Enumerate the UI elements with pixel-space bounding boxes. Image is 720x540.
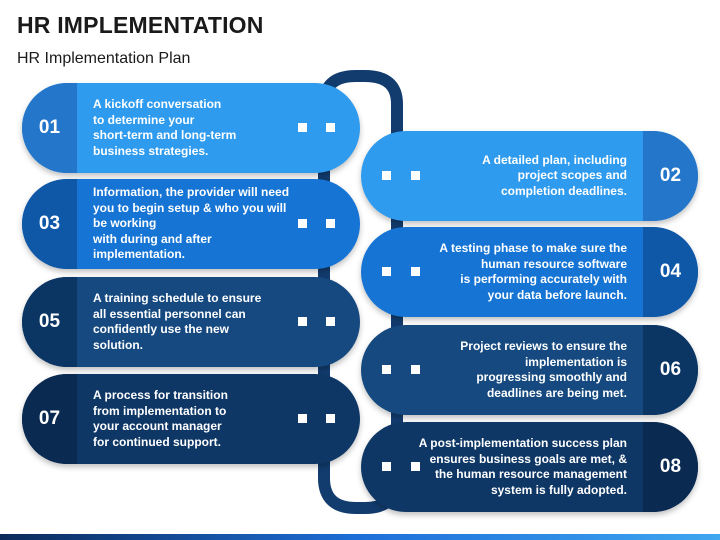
link-square-icon bbox=[326, 219, 335, 228]
link-square-icon bbox=[411, 267, 420, 276]
step-text: A detailed plan, including project scope… bbox=[482, 152, 627, 198]
link-square-icon bbox=[298, 317, 307, 326]
page-subtitle: HR Implementation Plan bbox=[17, 50, 191, 67]
link-square-icon bbox=[298, 414, 307, 423]
bottom-accent-bar bbox=[0, 534, 720, 540]
step-text: A process for transition from implementa… bbox=[93, 388, 228, 449]
link-square-icon bbox=[411, 171, 420, 180]
step-text: Information, the provider will need you … bbox=[93, 185, 290, 262]
step-01-card: 01 A kickoff conversation to determine y… bbox=[22, 83, 360, 173]
page-title: HR IMPLEMENTATION bbox=[17, 12, 264, 38]
step-07-card: 07 A process for transition from impleme… bbox=[22, 374, 360, 464]
link-square-icon bbox=[382, 171, 391, 180]
step-03-card: 03 Information, the provider will need y… bbox=[22, 179, 360, 269]
step-04-card: 04 A testing phase to make sure the huma… bbox=[361, 227, 698, 317]
link-square-icon bbox=[326, 414, 335, 423]
link-square-icon bbox=[298, 219, 307, 228]
link-square-icon bbox=[411, 365, 420, 374]
link-square-icon bbox=[411, 462, 420, 471]
link-square-icon bbox=[382, 462, 391, 471]
step-text: A training schedule to ensure all essent… bbox=[93, 291, 262, 352]
step-text: A post-implementation success plan ensur… bbox=[418, 436, 627, 497]
link-square-icon bbox=[382, 365, 391, 374]
step-02-card: 02 A detailed plan, including project sc… bbox=[361, 131, 698, 221]
step-text: A testing phase to make sure the human r… bbox=[439, 241, 627, 302]
step-08-card: 08 A post-implementation success plan en… bbox=[361, 422, 698, 512]
step-05-card: 05 A training schedule to ensure all ess… bbox=[22, 277, 360, 367]
step-06-card: 06 Project reviews to ensure the impleme… bbox=[361, 325, 698, 415]
link-square-icon bbox=[298, 123, 307, 132]
link-square-icon bbox=[326, 123, 335, 132]
link-square-icon bbox=[326, 317, 335, 326]
link-square-icon bbox=[382, 267, 391, 276]
step-text: Project reviews to ensure the implementa… bbox=[460, 339, 627, 400]
step-text: A kickoff conversation to determine your… bbox=[93, 97, 237, 158]
